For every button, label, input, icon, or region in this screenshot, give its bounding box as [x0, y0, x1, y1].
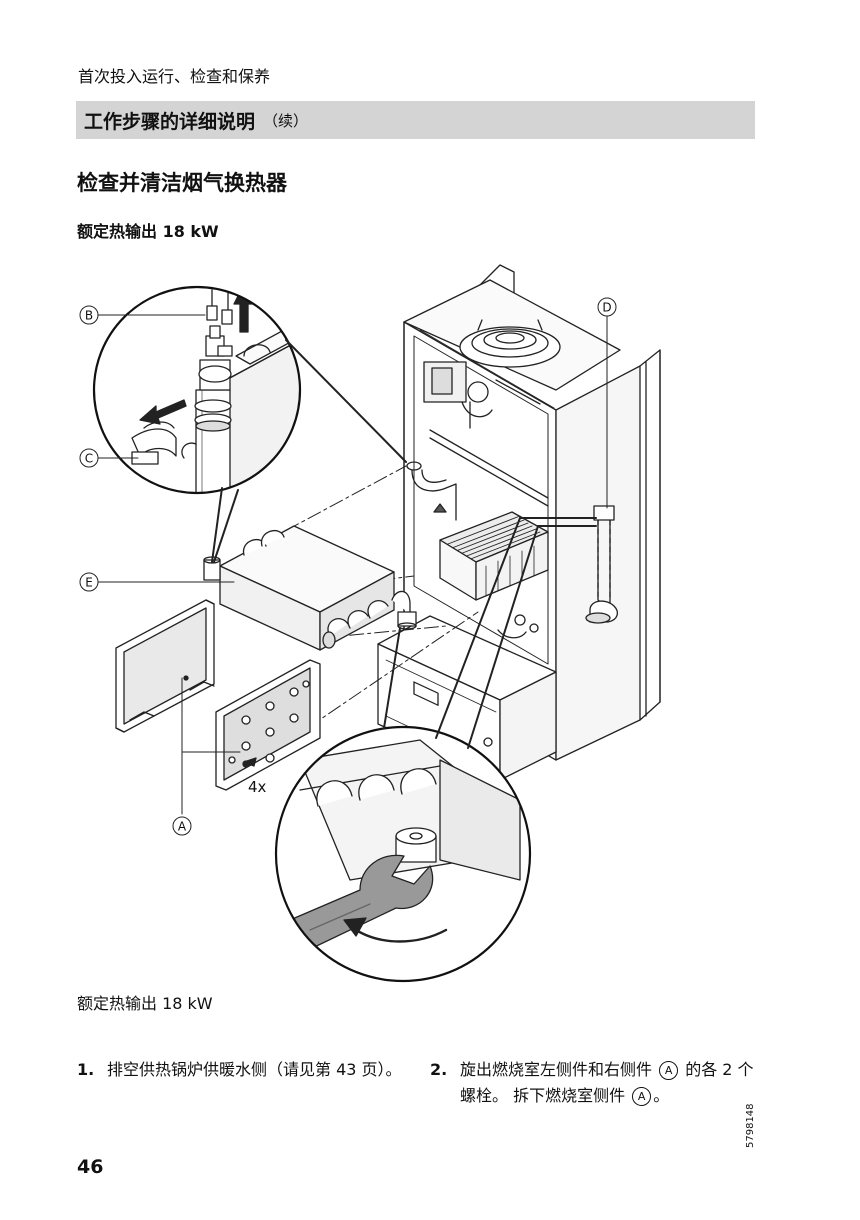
detail-view-wrench — [274, 517, 597, 983]
section-title: 工作步骤的详细说明 — [84, 110, 256, 133]
callouts: B C D E A 4x — [79, 297, 617, 836]
callout-e: E — [85, 576, 93, 590]
boiler-exploded-diagram: B C D E A 4x — [79, 264, 661, 983]
section-continued: （续） — [263, 111, 309, 130]
heat-exchanger-e — [203, 525, 417, 651]
step-2-text-part1: 旋出燃烧室左侧件和右侧件 — [460, 1060, 653, 1079]
step-2-text: 旋出燃烧室左侧件和右侧件 A 的各 2 个螺栓。 拆下燃烧室侧件 A。 — [460, 1057, 760, 1109]
page-number: 46 — [77, 1156, 104, 1178]
callout-c: C — [85, 452, 93, 466]
running-head: 首次投入运行、检查和保养 — [78, 67, 271, 86]
step-2-text-part2: 的各 2 个螺栓。 拆下燃烧室侧件 — [460, 1060, 754, 1105]
detail-view-top — [92, 285, 407, 563]
page-heading: 检查并清洁烟气换热器 — [77, 171, 287, 195]
caption-bottom: 额定热输出 18 kW — [77, 994, 213, 1013]
callout-b: B — [85, 309, 93, 323]
step-1-number: 1. — [77, 1060, 95, 1079]
step-2-ref-a-2: A — [632, 1087, 652, 1106]
boiler-housing — [377, 264, 661, 781]
side-panel-left — [115, 599, 215, 733]
screw-count-label: 4x — [248, 778, 267, 796]
step-2-text-part3: 。 — [653, 1086, 670, 1105]
step-1-text: 排空供热锅炉供暖水侧（请见第 43 页）。 — [107, 1060, 402, 1079]
subheading: 额定热输出 18 kW — [77, 222, 219, 241]
section-title-bar: 工作步骤的详细说明 （续） — [76, 101, 755, 139]
side-panel-right — [215, 659, 321, 791]
callout-d: D — [602, 301, 611, 315]
step-2-number: 2. — [430, 1060, 448, 1079]
document-number: 5798148 — [745, 1103, 756, 1148]
pipe-d — [585, 505, 619, 624]
callout-a: A — [178, 820, 187, 834]
step-2-ref-a: A — [659, 1061, 679, 1080]
